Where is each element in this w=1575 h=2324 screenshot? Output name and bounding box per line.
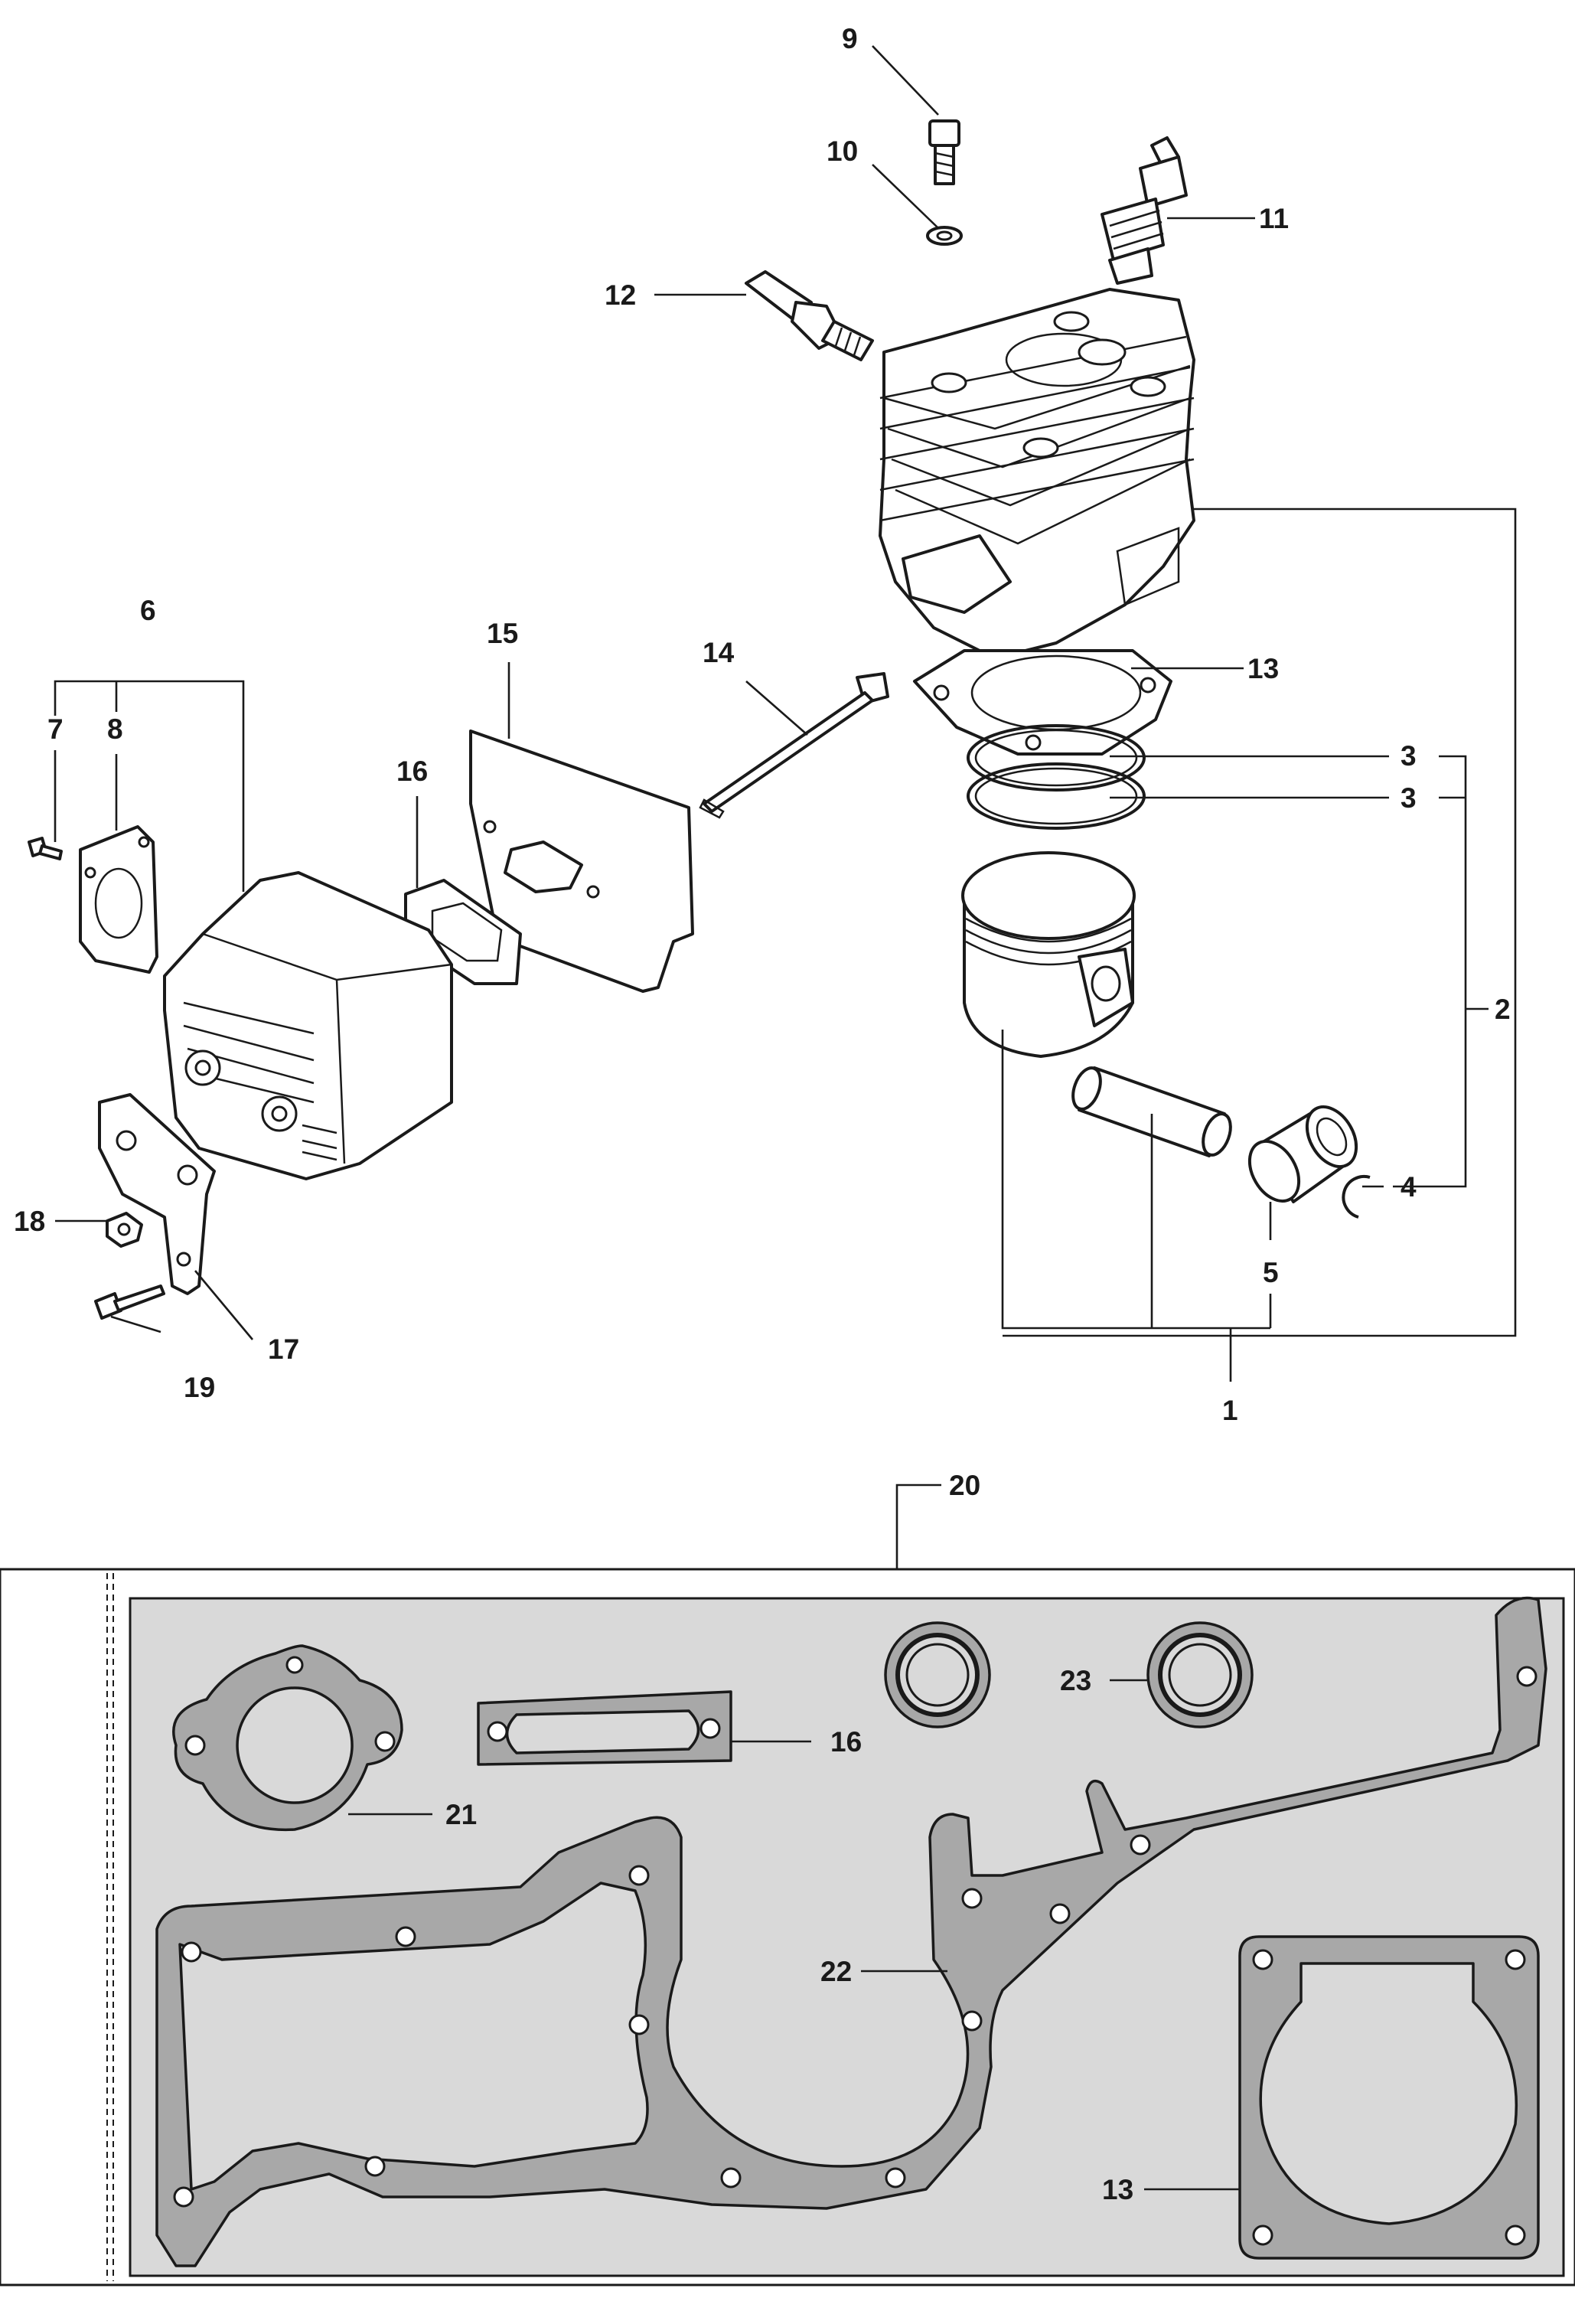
callout-15: 15 [487, 618, 518, 649]
callout-3a: 3 [1401, 740, 1417, 772]
circlip [1342, 1174, 1371, 1219]
callout-2: 2 [1495, 994, 1511, 1025]
callout-17: 17 [268, 1333, 299, 1365]
spark-plug [1101, 136, 1188, 285]
callout-8: 8 [107, 713, 123, 745]
callout-6: 6 [140, 595, 156, 626]
callout-18: 18 [14, 1206, 45, 1237]
callout-20: 20 [949, 1470, 980, 1501]
callout-labels: 9 10 11 12 13 14 15 16 6 7 8 3 3 2 4 5 1… [14, 23, 1511, 2205]
callout-13: 13 [1247, 653, 1279, 684]
callout-5: 5 [1263, 1257, 1279, 1288]
bracket-screw [94, 1284, 165, 1320]
callout-21: 21 [445, 1799, 477, 1830]
callout-23: 23 [1060, 1665, 1091, 1696]
callout-16: 16 [396, 756, 428, 787]
callout-19: 19 [184, 1372, 215, 1403]
heat-shield [469, 730, 694, 993]
crankshaft-seal-left [884, 1621, 991, 1728]
callout-9: 9 [842, 23, 858, 54]
muffler-screw-7 [28, 837, 63, 860]
callout-3b: 3 [1401, 782, 1417, 814]
decompression-valve [745, 270, 874, 361]
piston [961, 851, 1136, 1058]
callout-4: 4 [1401, 1171, 1417, 1203]
needle-bearing [1247, 1105, 1358, 1203]
callout-12: 12 [605, 279, 636, 311]
cylinder [879, 288, 1195, 660]
cylinder-screw [928, 119, 960, 185]
spark-arrestor-cover [79, 825, 158, 974]
muffler-bracket [98, 1093, 216, 1295]
nut [106, 1212, 143, 1248]
callout-16-kit: 16 [830, 1726, 862, 1758]
muffler [163, 871, 453, 1180]
muffler-bolt [699, 672, 889, 819]
callout-22: 22 [820, 1956, 852, 1987]
callout-11: 11 [1259, 203, 1289, 234]
piston-rings [967, 724, 1146, 830]
callout-10: 10 [827, 135, 858, 167]
callout-7: 7 [47, 713, 64, 745]
washer [926, 226, 963, 246]
leader-lines [54, 45, 1517, 1569]
kit-cylinder-base-gasket [1238, 1935, 1540, 2260]
cylinder-base-gasket [913, 649, 1172, 756]
intake-gasket [172, 1644, 403, 1832]
callout-1: 1 [1222, 1395, 1238, 1426]
crankshaft-seal-right [1146, 1621, 1254, 1728]
crankcase-gasket [155, 1596, 1547, 2267]
kit-leader-lines [348, 1679, 1240, 2191]
piston-pin [1071, 1066, 1232, 1157]
callout-14: 14 [703, 637, 735, 668]
callout-13-kit: 13 [1102, 2174, 1133, 2205]
kit-muffler-gasket [477, 1690, 732, 1766]
